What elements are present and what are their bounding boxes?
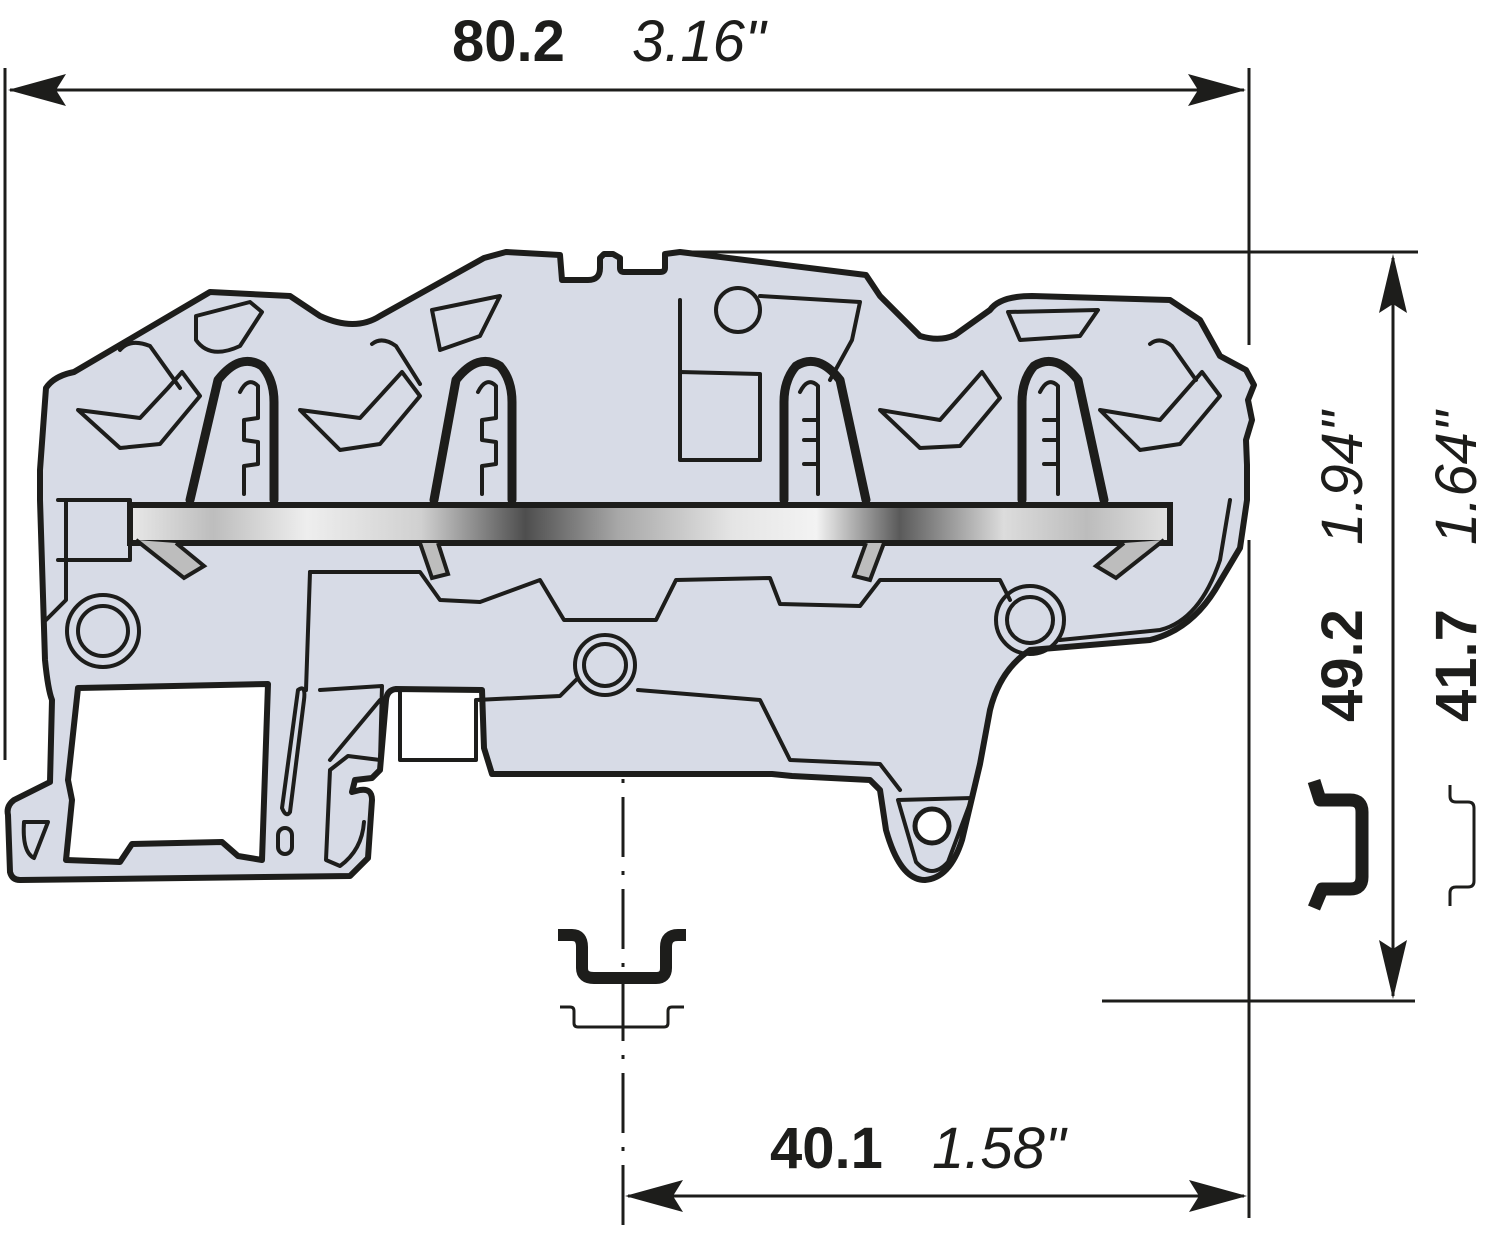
side-window [63, 681, 271, 865]
arrow-up-icon [1379, 254, 1407, 313]
bus-bar-strip [127, 502, 1173, 546]
arrow-right-icon [1188, 74, 1246, 106]
din-rail-15mm-side-icon [1307, 779, 1369, 911]
terminal-block-housing [4, 249, 1257, 883]
wire-entry-2-lip [370, 338, 422, 386]
terminal-block [4, 249, 1257, 883]
clamp-1-contact [238, 380, 260, 496]
mounting-hole-left [76, 604, 130, 658]
clamp-3-contact [798, 380, 820, 496]
bus-bar [127, 502, 1173, 583]
foot-rib [896, 796, 974, 873]
foot-hole [912, 806, 952, 846]
arrow-left-icon [625, 1180, 683, 1212]
din-rail-7-5mm-side-icon [1448, 785, 1476, 906]
wire-entry-4-lip [1148, 338, 1198, 382]
inner-contour-lower-right [636, 688, 902, 792]
mounting-hole-center [582, 642, 628, 688]
rail-height-metric-label: 41.7 [1424, 609, 1489, 722]
test-hole-top [714, 286, 762, 334]
din-rail-7-5mm-end-icon [560, 1005, 684, 1029]
wire-entry-3 [878, 370, 1002, 450]
dimension-overall-width: 80.2 3.16" [3, 9, 1251, 1218]
bus-bar-tab-4 [1092, 538, 1166, 581]
spring-clamp-1 [185, 356, 279, 505]
foot-notch-left [21, 820, 50, 860]
clamp-2-contact [476, 380, 498, 496]
center-imperial-label: 1.58" [932, 1116, 1068, 1181]
clamp-4-contact [1038, 380, 1060, 496]
release-slot-1 [194, 300, 264, 354]
dimension-imperial-label: 3.16" [632, 9, 768, 74]
wire-entry-2 [298, 370, 422, 452]
arrow-left-icon [8, 74, 66, 106]
inner-contour-lower-left [398, 678, 578, 762]
bus-bar-tab-2 [418, 542, 451, 581]
spring-clamp-3 [779, 356, 871, 505]
latch-rib [328, 698, 382, 762]
height-imperial-label: 1.94" [1310, 409, 1375, 545]
release-slot-3 [758, 294, 862, 382]
slot-small [276, 826, 294, 856]
inner-pocket-top [678, 370, 762, 462]
inner-contour-mid [308, 570, 1012, 622]
inner-rib-edge [44, 498, 68, 622]
wire-entry-1 [76, 370, 202, 450]
mounting-hole-center-boss [573, 633, 637, 697]
dimension-vertical: 49.2 1.94" 41.7 1.64" [680, 250, 1489, 1003]
bus-bar-tab-3 [851, 542, 886, 583]
height-metric-label: 49.2 [1310, 609, 1375, 722]
dimension-metric-label: 80.2 [452, 9, 565, 74]
center-metric-label: 40.1 [770, 1116, 883, 1181]
rail-height-imperial-label: 1.64" [1424, 409, 1489, 545]
spring-clamp-2 [429, 356, 517, 505]
inner-rib-vertical [304, 570, 312, 692]
spring-clamp-4 [1017, 356, 1109, 505]
mounting-hole-left-boss [65, 593, 141, 669]
arrow-down-icon [1379, 940, 1407, 999]
latch-clip [318, 684, 384, 868]
dimension-center-to-edge: 40.1 1.58" [558, 705, 1247, 1232]
din-rail-15mm-end-icon [558, 929, 686, 984]
bus-bar-tab-1 [134, 538, 208, 581]
release-slot-2 [430, 294, 502, 352]
mounting-hole-right [1005, 595, 1055, 645]
arrow-right-icon [1189, 1180, 1247, 1212]
spring-clamps [185, 356, 1109, 505]
wire-entry-4 [1098, 370, 1222, 452]
wire-entry-1-lip [118, 340, 182, 390]
slot-left [280, 686, 307, 817]
mounting-hole-right-boss [994, 584, 1066, 656]
release-slot-4 [1006, 308, 1100, 342]
inner-contour-right [1058, 498, 1232, 642]
